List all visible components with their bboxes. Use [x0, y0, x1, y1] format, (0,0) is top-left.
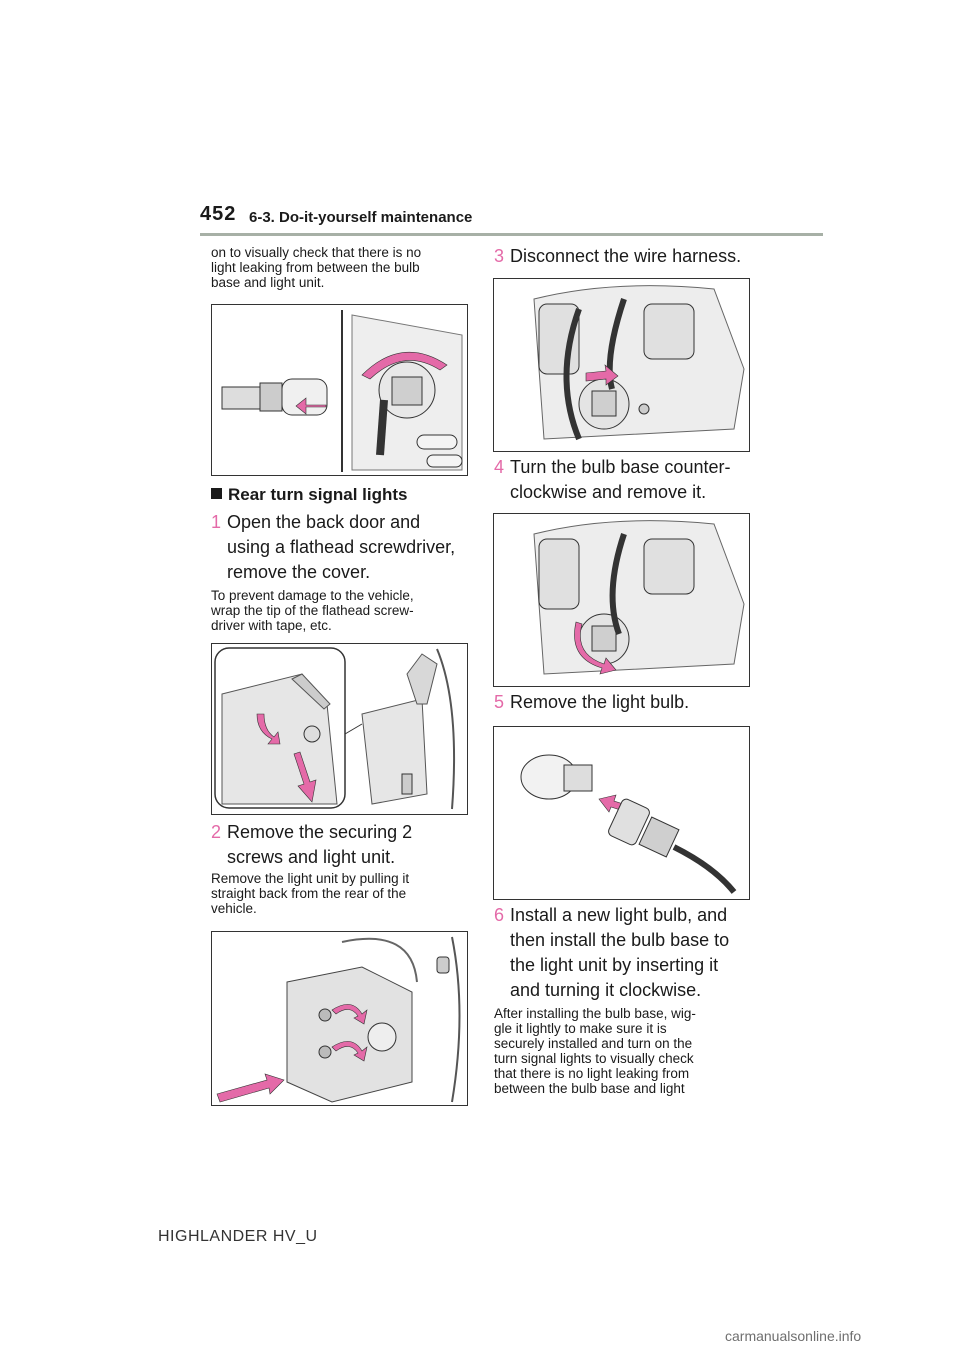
step-6-note: After installing the bulb base, wig- gle… — [494, 1006, 696, 1096]
figure-turn-bulb-base — [493, 513, 750, 687]
rear-turn-signal-heading: Rear turn signal lights — [211, 485, 407, 505]
section-title: 6-3. Do-it-yourself maintenance — [249, 209, 473, 226]
footer-model: HIGHLANDER HV_U — [158, 1228, 318, 1245]
step-1-note: To prevent damage to the vehicle, wrap t… — [211, 588, 414, 633]
figure-bulb-base-check — [211, 304, 468, 476]
page-number: 452 — [200, 203, 237, 225]
section-bullet-icon — [211, 488, 222, 499]
figure-remove-bulb — [493, 726, 750, 900]
figure-remove-cover — [211, 643, 468, 815]
step-2-note: Remove the light unit by pulling it stra… — [211, 871, 410, 916]
figure-remove-light-unit — [211, 931, 468, 1106]
watermark: carmanualsonline.info — [725, 1328, 862, 1344]
intro-note: on to visually check that there is no li… — [211, 245, 422, 290]
header-rule — [200, 233, 823, 236]
figure-disconnect-harness — [493, 278, 750, 452]
